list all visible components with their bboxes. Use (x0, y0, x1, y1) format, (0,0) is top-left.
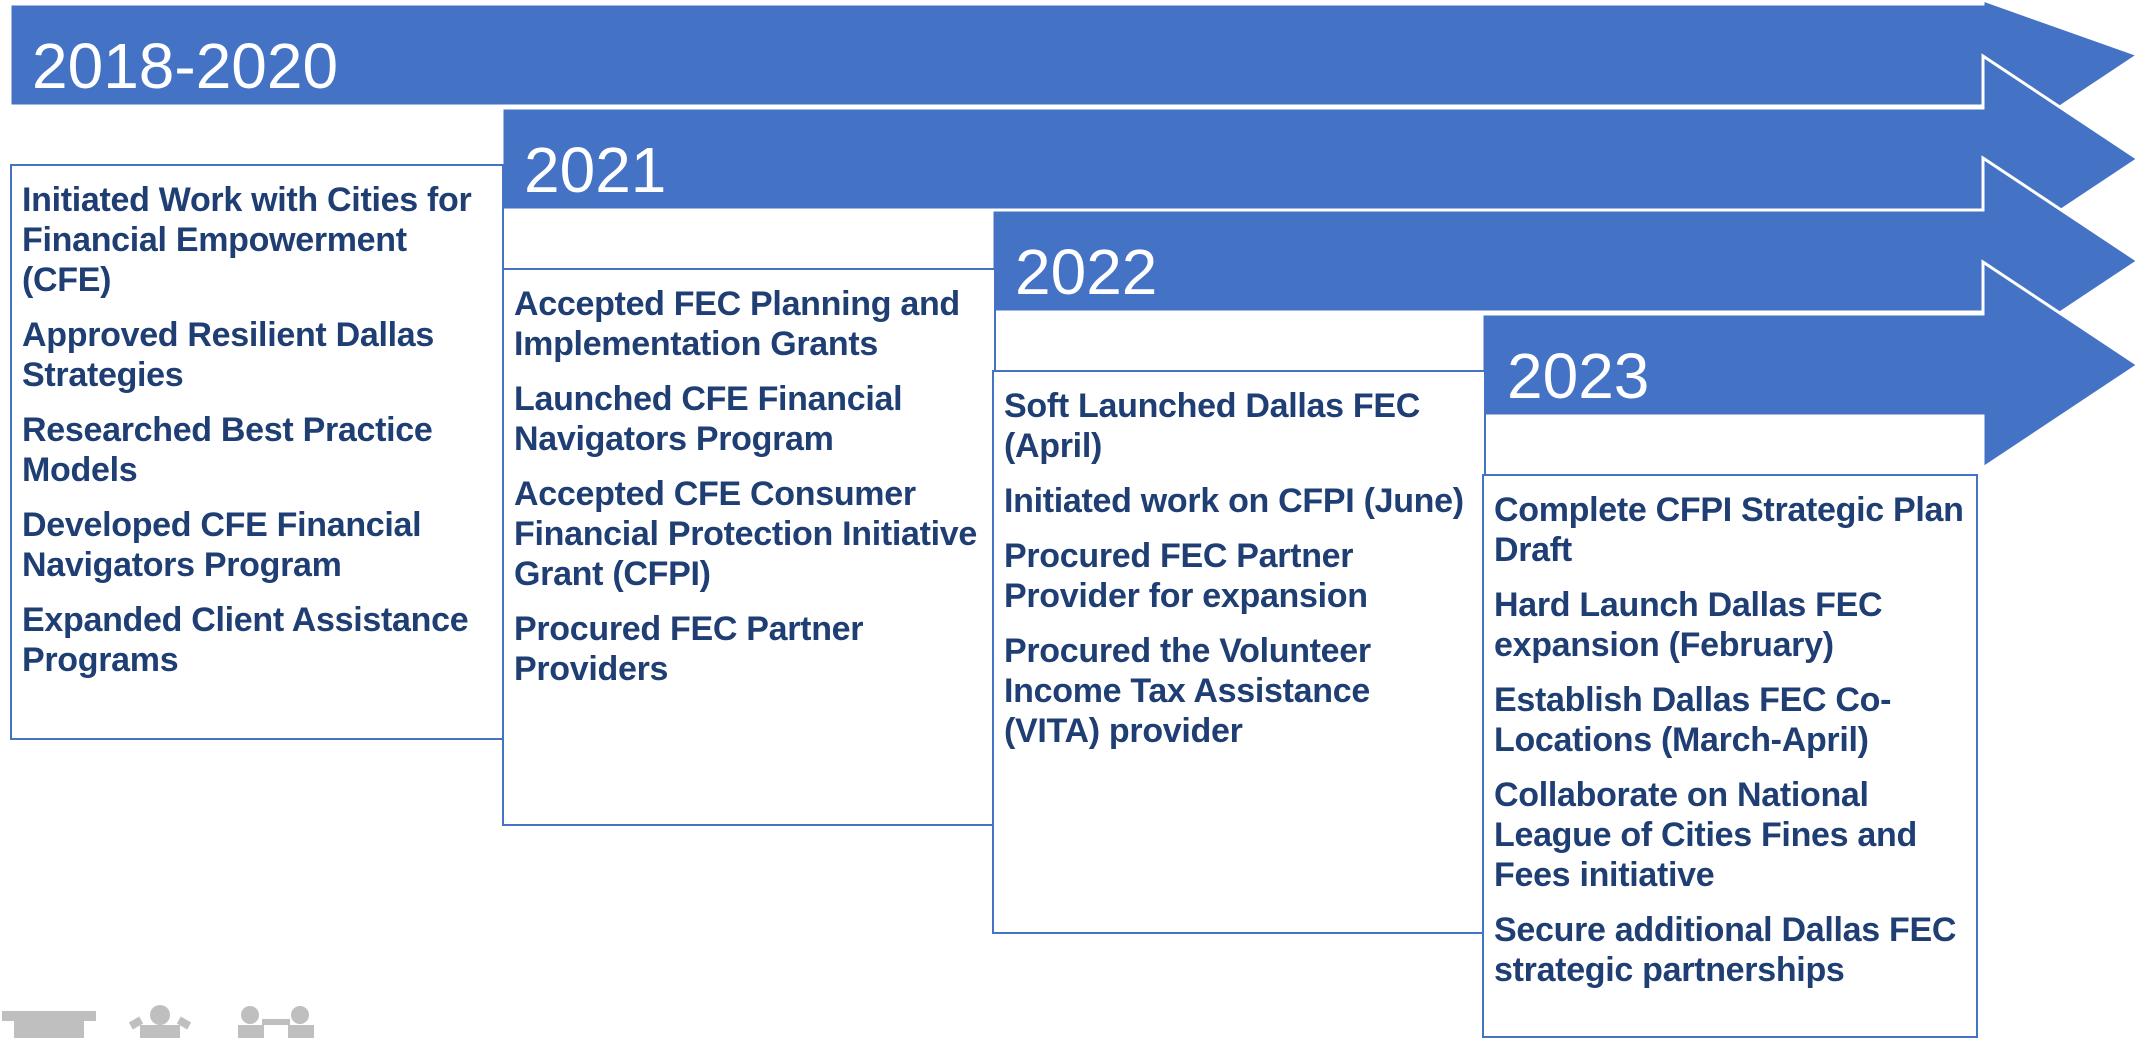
phase-year-2018-2020: 2018-2020 (32, 30, 339, 102)
milestone-item: Approved Resilient Dallas Strategies (22, 316, 434, 394)
milestone-item: Soft Launched Dallas FEC (April) (1004, 387, 1420, 465)
person-icon (128, 1005, 192, 1038)
milestone-item: Establish Dallas FEC Co-Locations (March… (1494, 681, 1892, 759)
milestone-item: Accepted FEC Planning and Implementation… (514, 285, 960, 363)
milestone-item: Accepted CFE Consumer Financial Protecti… (514, 475, 978, 593)
phase-box-2022: Soft Launched Dallas FEC (April) Initiat… (992, 370, 1486, 934)
milestone-item: Procured FEC Partner Provider for expans… (1004, 537, 1368, 615)
milestone-item: Secure additional Dallas FEC strategic p… (1494, 911, 1957, 989)
milestone-item: Procured FEC Partner Providers (514, 610, 864, 688)
phase-box-2018-2020: Initiated Work with Cities for Financial… (10, 164, 504, 740)
milestone-item: Launched CFE Financial Navigators Progra… (514, 380, 903, 458)
organization-logo (2, 1005, 314, 1038)
milestone-item: Initiated Work with Cities for Financial… (22, 181, 472, 299)
phase-year-2023: 2023 (1507, 340, 1650, 412)
milestone-item: Complete CFPI Strategic Plan Draft (1494, 491, 1964, 569)
milestone-item: Expanded Client Assistance Programs (22, 601, 469, 679)
phase-year-2021: 2021 (524, 134, 667, 206)
milestone-item: Procured the Volunteer Income Tax Assist… (1004, 632, 1371, 750)
timeline-arrow-2023 (1480, 259, 2141, 471)
milestone-item: Hard Launch Dallas FEC expansion (Februa… (1494, 586, 1883, 664)
milestone-item: Researched Best Practice Models (22, 411, 433, 489)
milestone-item: Initiated work on CFPI (June) (1004, 482, 1464, 520)
trophy-icon (2, 1011, 96, 1038)
phase-box-2021: Accepted FEC Planning and Implementation… (502, 268, 996, 826)
milestone-item: Collaborate on National League of Cities… (1494, 776, 1917, 894)
phase-year-2022: 2022 (1015, 236, 1158, 308)
phase-box-2023: Complete CFPI Strategic Plan Draft Hard … (1482, 474, 1978, 1038)
milestone-item: Developed CFE Financial Navigators Progr… (22, 506, 422, 584)
people-icon (238, 1006, 314, 1038)
